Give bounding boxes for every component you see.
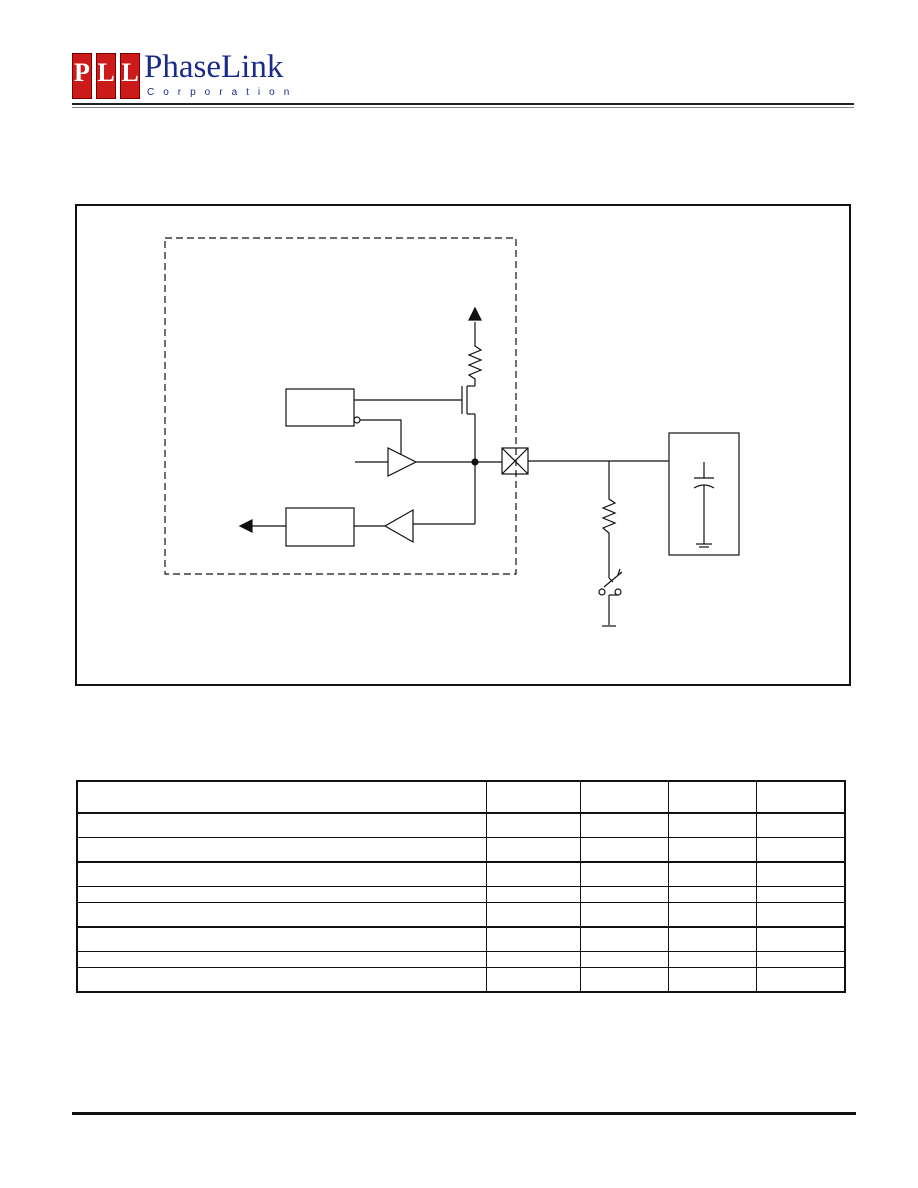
inverter-bubble-icon	[353, 416, 361, 424]
logo-box-l1	[96, 53, 116, 99]
table-header-cell	[667, 780, 757, 814]
footer-rule	[72, 1112, 856, 1115]
company-logo: P L L PhaseLink Corporation	[72, 49, 302, 103]
table-header-cell	[76, 780, 488, 814]
output-arrow-icon	[238, 519, 286, 533]
resistor-icon	[467, 340, 483, 386]
external-device-box	[668, 432, 740, 556]
table-row	[76, 860, 846, 887]
spec-table	[76, 780, 846, 993]
capacitor-icon	[693, 462, 715, 548]
table-row	[76, 901, 846, 928]
switch-icon	[598, 568, 623, 625]
control-block-bottom	[285, 507, 355, 547]
table-row	[76, 885, 846, 903]
logo-letter-l2: L	[121, 58, 139, 87]
input-buffer-icon	[383, 508, 414, 544]
circuit-diagram-frame	[75, 204, 851, 686]
buffer-icon	[387, 447, 418, 477]
header-rule-thin	[72, 107, 854, 108]
table-row	[76, 967, 846, 993]
vdd-arrow-icon	[468, 306, 482, 340]
logo-box-p	[72, 53, 92, 99]
header-rule	[72, 103, 854, 105]
table-header-cell	[580, 780, 669, 814]
control-block-top	[285, 388, 355, 427]
table-header-cell	[486, 780, 582, 814]
table-row	[76, 925, 846, 952]
circuit-diagram	[164, 237, 740, 627]
table-row	[76, 812, 846, 838]
external-resistor-icon	[601, 494, 617, 539]
table-header-cell	[755, 780, 846, 814]
logo-letter-l1: L	[97, 58, 115, 87]
pad-icon	[501, 447, 529, 475]
mosfet-icon	[354, 385, 475, 415]
table-row	[76, 950, 846, 969]
chip-boundary	[164, 237, 517, 575]
logo-company-name: PhaseLink	[144, 49, 284, 85]
table-header-row	[76, 780, 846, 814]
logo-box-l2	[120, 53, 140, 99]
table-row	[76, 836, 846, 863]
logo-company-sub: Corporation	[147, 87, 299, 98]
logo-letter-p: P	[74, 58, 90, 87]
